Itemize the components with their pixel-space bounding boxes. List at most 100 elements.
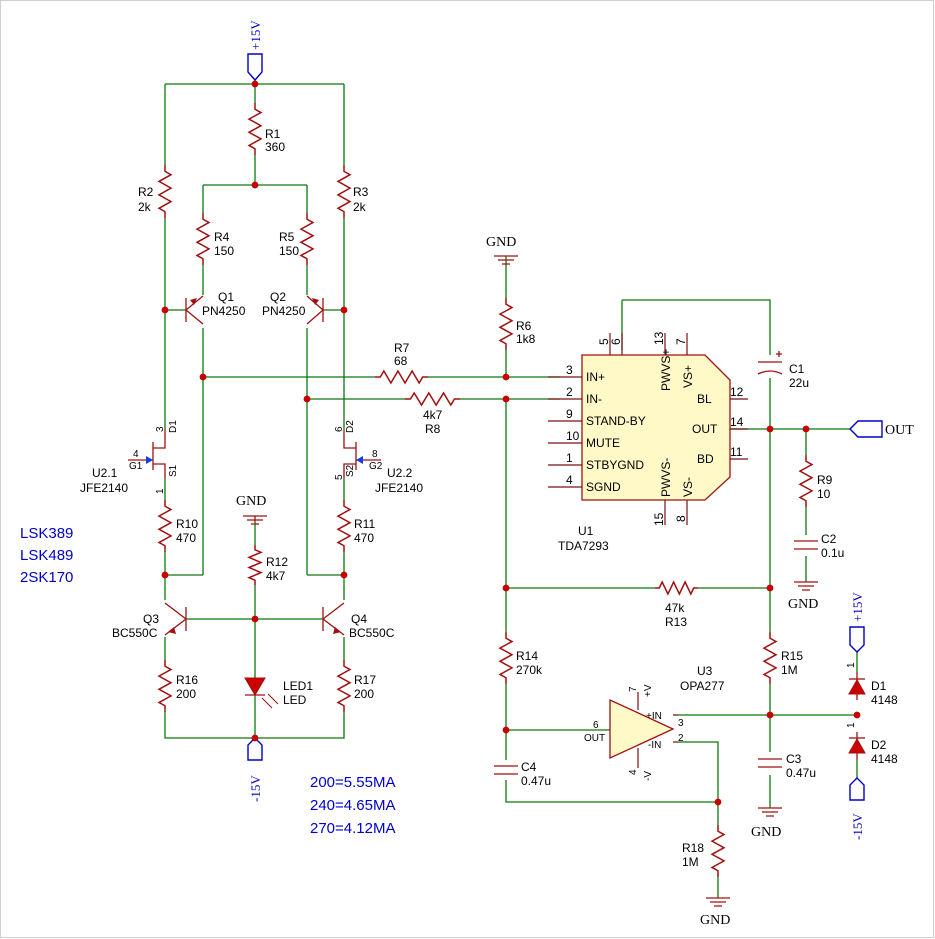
- u1-pin-number: 8: [674, 515, 688, 522]
- resistor-ref: R2: [138, 185, 154, 199]
- diode-d1: [848, 672, 866, 700]
- resistor-value: 10: [817, 487, 831, 501]
- u1-pin-number: 13: [652, 331, 666, 345]
- junction-dot: [502, 395, 510, 403]
- net-vplus-d1: +15V: [850, 592, 865, 622]
- note-current-1: 200=5.55MA: [310, 774, 395, 791]
- resistor-value: 4k7: [266, 569, 286, 583]
- resistor-value: 2k: [138, 200, 152, 214]
- capacitor-ref: C2: [821, 532, 837, 546]
- u3-inn: -IN: [648, 740, 661, 751]
- resistor-value: 270k: [516, 663, 543, 677]
- u1-pin-name: VS+: [681, 365, 695, 388]
- resistor-value: 1M: [682, 855, 699, 869]
- capacitor-c3: C30.47u: [758, 752, 816, 780]
- resistor-ref: R15: [781, 649, 803, 663]
- resistor-body: [157, 660, 173, 712]
- resistor-ref: R8: [425, 422, 441, 436]
- resistor-value: 1M: [781, 663, 798, 677]
- q3-ref: Q3: [143, 612, 159, 626]
- opamp-u3: [609, 692, 678, 768]
- u1-pin-name: IN+: [586, 370, 605, 384]
- resistor-ref: R14: [516, 649, 538, 663]
- resistor-ref: R17: [354, 673, 376, 687]
- resistor-value: 200: [176, 687, 196, 701]
- u3-num-out: 6: [593, 720, 599, 731]
- transistor-q3: [164, 602, 187, 636]
- u1-pin-number: 5: [597, 338, 611, 345]
- u3-num-inp: 3: [678, 718, 684, 729]
- resistor-body: [798, 455, 814, 507]
- diode-d2: [848, 732, 866, 760]
- out-port: [849, 420, 883, 438]
- led-val: LED: [283, 693, 307, 707]
- d2-pin: 1: [846, 722, 857, 728]
- u1-pin-number: 6: [609, 338, 623, 345]
- u1-pin-number: 1: [566, 451, 573, 465]
- u3-vp: +V: [643, 684, 654, 697]
- u1-pin-number: 4: [566, 473, 573, 487]
- junction-dot: [766, 711, 774, 719]
- resistor-body: [762, 632, 778, 684]
- power-port-d2: [849, 777, 865, 801]
- resistor-value: 200: [354, 687, 374, 701]
- resistor-body: [336, 660, 352, 712]
- jfet-u2-2: [343, 430, 381, 478]
- jfet1-ps: 1: [155, 488, 166, 494]
- jfet1-pg: 4: [133, 449, 139, 460]
- u1-pin-number: 7: [674, 338, 688, 345]
- u1-ref: U1: [578, 524, 594, 538]
- resistor-ref: R4: [214, 230, 230, 244]
- resistor-body: [195, 213, 211, 265]
- gnd-label-c2: GND: [788, 597, 818, 612]
- resistor-ref: R10: [176, 517, 198, 531]
- jfet2-ps: 5: [334, 474, 345, 480]
- junction-dot: [161, 306, 169, 314]
- wires: [164, 80, 858, 898]
- jfet1-ref: U2.1: [92, 466, 118, 480]
- q2-val: PN4250: [262, 304, 306, 318]
- resistor-body: [498, 632, 514, 684]
- resistor-ref: R9: [817, 473, 833, 487]
- junction-dot: [766, 584, 774, 592]
- resistor-value: 1k8: [516, 332, 536, 346]
- q2-ref: Q2: [270, 290, 286, 304]
- resistor-body: [336, 500, 352, 552]
- u1-pin-number: 11: [730, 445, 743, 459]
- u1-pin-name: SGND: [586, 480, 621, 494]
- jfet2-s: S2: [345, 464, 356, 477]
- junction-dot: [199, 373, 207, 381]
- resistor-body: [247, 545, 263, 585]
- junction-dot: [340, 571, 348, 579]
- jfet1-pd: 3: [155, 426, 166, 432]
- resistor-ref: R18: [682, 841, 704, 855]
- u1-pin-name: IN-: [586, 392, 602, 406]
- note-current-2: 240=4.65MA: [310, 797, 395, 814]
- jfet2-ref: U2.2: [387, 466, 413, 480]
- resistor-ref: R13: [665, 615, 687, 629]
- resistor-ref: R11: [354, 517, 375, 531]
- u3-out: OUT: [584, 733, 605, 744]
- capacitor-ref: C1: [789, 362, 805, 376]
- u3-val: OPA277: [680, 679, 725, 693]
- resistor-body: [157, 500, 173, 552]
- note-part-1: LSK389: [20, 525, 73, 542]
- jfet1-g: G1: [129, 461, 143, 472]
- u1-pin-name: STBYGND: [586, 458, 644, 472]
- u3-inp: +IN: [646, 711, 662, 722]
- jfet2-d: D2: [345, 420, 356, 433]
- transistor-q4: [322, 602, 345, 636]
- d1-pin: 1: [846, 662, 857, 668]
- junction-dot: [853, 711, 861, 719]
- u1-val: TDA7293: [558, 539, 609, 553]
